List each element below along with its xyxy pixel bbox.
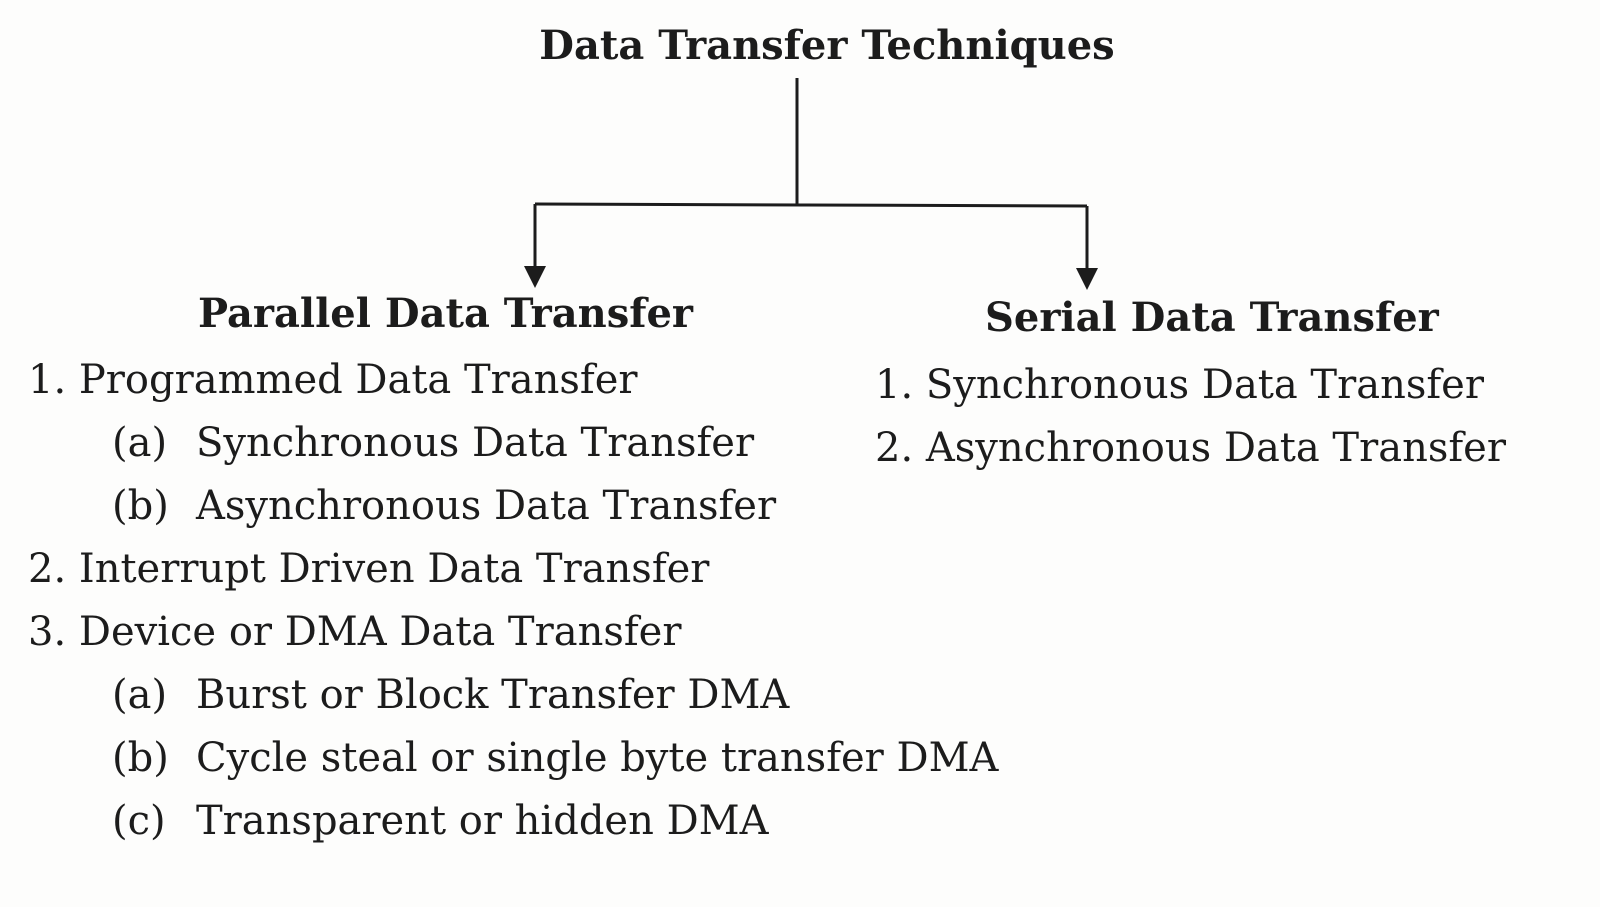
parallel-subitem-cycle-steal: (b) Cycle steal or single byte transfer … <box>28 727 998 790</box>
subitem-text: Synchronous Data Transfer <box>196 420 755 466</box>
subitem-text: Asynchronous Data Transfer <box>196 483 777 529</box>
parallel-item-dma: 3. Device or DMA Data Transfer <box>28 601 998 664</box>
subitem-text: Burst or Block Transfer DMA <box>196 672 790 718</box>
root-node-title: Data Transfer Techniques <box>539 22 1115 69</box>
parallel-item-interrupt: 2. Interrupt Driven Data Transfer <box>28 538 998 601</box>
subitem-marker: (b) <box>112 483 169 529</box>
parallel-item-programmed: 1. Programmed Data Transfer <box>28 349 998 412</box>
item-marker: 2. <box>875 425 914 471</box>
subitem-text: Cycle steal or single byte transfer DMA <box>196 735 999 781</box>
subitem-text: Transparent or hidden DMA <box>196 798 769 844</box>
parallel-subitem-burst: (a) Burst or Block Transfer DMA <box>28 664 998 727</box>
item-text: Interrupt Driven Data Transfer <box>78 546 710 592</box>
serial-item-synchronous: 1. Synchronous Data Transfer <box>875 354 1506 417</box>
subitem-marker: (a) <box>112 672 168 718</box>
parallel-arrowhead <box>524 266 546 288</box>
item-marker: 1. <box>28 357 67 403</box>
branch-bar-line <box>534 202 1088 208</box>
serial-arrowhead <box>1076 268 1098 290</box>
item-text: Asynchronous Data Transfer <box>925 425 1506 471</box>
serial-technique-list: 1. Synchronous Data Transfer 2. Asynchro… <box>875 354 1506 480</box>
subitem-marker: (a) <box>112 420 168 466</box>
item-text: Synchronous Data Transfer <box>925 362 1484 408</box>
item-marker: 1. <box>875 362 914 408</box>
parallel-node-title: Parallel Data Transfer <box>198 290 693 337</box>
parallel-technique-list: 1. Programmed Data Transfer (a) Synchron… <box>28 349 998 853</box>
item-marker: 3. <box>28 609 67 655</box>
subitem-marker: (b) <box>112 735 169 781</box>
item-text: Programmed Data Transfer <box>78 357 638 403</box>
parallel-subitem-synchronous: (a) Synchronous Data Transfer <box>28 412 998 475</box>
item-text: Device or DMA Data Transfer <box>78 609 682 655</box>
parallel-subitem-transparent: (c) Transparent or hidden DMA <box>28 790 998 853</box>
serial-node-title: Serial Data Transfer <box>985 294 1439 341</box>
parallel-subitem-asynchronous: (b) Asynchronous Data Transfer <box>28 475 998 538</box>
serial-item-asynchronous: 2. Asynchronous Data Transfer <box>875 417 1506 480</box>
subitem-marker: (c) <box>112 798 166 844</box>
item-marker: 2. <box>28 546 67 592</box>
